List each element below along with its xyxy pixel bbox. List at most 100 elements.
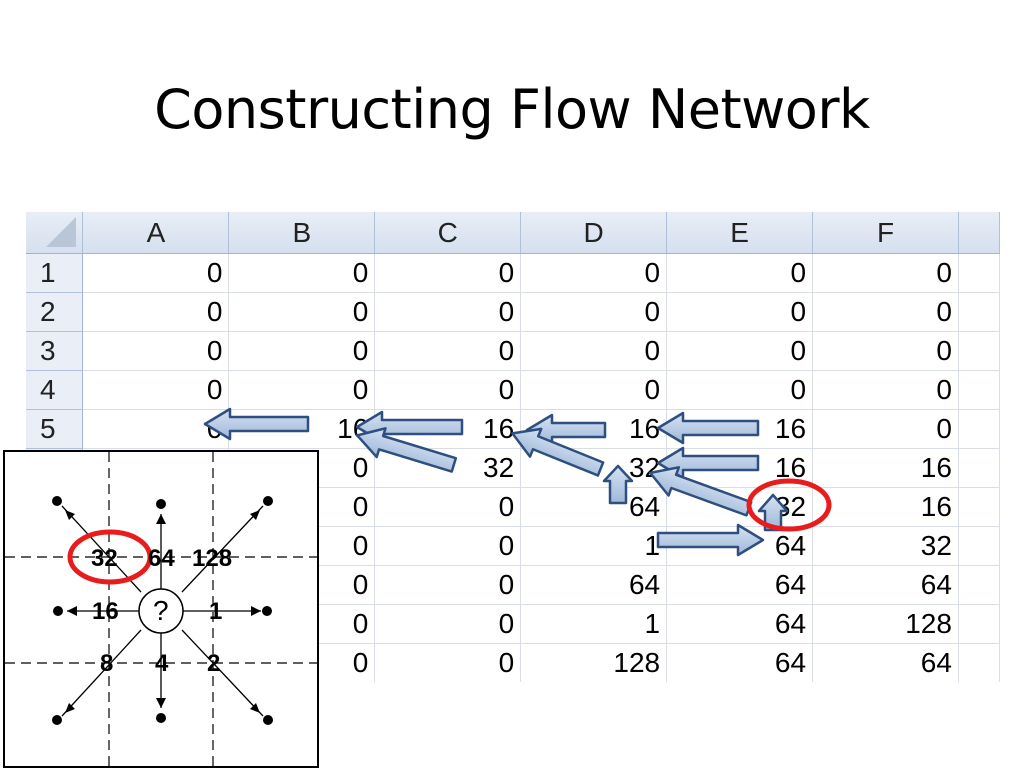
row-header[interactable]: 2 [26,292,84,332]
direction-label-e: 1 [209,598,223,625]
cell-c[interactable]: 16 [374,409,522,449]
cell-next[interactable] [958,331,1000,371]
column-header-row: A B C D E F [26,212,1000,254]
cell-c[interactable]: 0 [374,331,522,371]
direction-label-center: ? [153,595,169,626]
cell-next[interactable] [958,253,1000,293]
select-all-corner[interactable] [26,212,84,254]
cell-f[interactable]: 32 [812,526,959,566]
cell-e[interactable]: 0 [666,253,814,293]
cell-d[interactable]: 0 [520,253,668,293]
cell-b[interactable]: 0 [228,331,376,371]
row-header[interactable]: 5 [26,409,84,449]
direction-key-diagram: 32 64 128 16 ? 1 8 4 2 [3,450,321,770]
node-dot-n [156,499,166,509]
node-dot-sw [52,715,62,725]
cell-f[interactable]: 64 [812,565,959,605]
cell-c[interactable]: 0 [374,292,522,332]
cell-c[interactable]: 0 [374,604,522,644]
column-header-next[interactable] [958,212,1000,254]
cell-f[interactable]: 0 [812,370,959,410]
cell-e[interactable]: 64 [666,526,814,566]
cell-b[interactable]: 0 [228,253,376,293]
cell-e[interactable]: 64 [666,565,814,605]
cell-c[interactable]: 0 [374,565,522,605]
cell-f[interactable]: 16 [812,448,959,488]
cell-next[interactable] [958,409,1000,449]
cell-d[interactable]: 0 [520,370,668,410]
cell-d[interactable]: 32 [520,448,668,488]
cell-c[interactable]: 0 [374,253,522,293]
column-header-f[interactable]: F [812,212,959,254]
direction-label-n: 64 [148,545,175,572]
cell-f[interactable]: 0 [812,253,959,293]
node-dot-se [263,715,273,725]
cell-e[interactable]: 16 [666,409,814,449]
row-header[interactable]: 1 [26,253,84,293]
cell-c[interactable]: 0 [374,370,522,410]
cell-next[interactable] [958,370,1000,410]
column-header-a[interactable]: A [82,212,230,254]
row-header[interactable]: 4 [26,370,84,410]
cell-a[interactable]: 0 [82,253,230,293]
cell-c[interactable]: 0 [374,487,522,527]
cell-e[interactable]: 64 [666,643,814,682]
cell-e[interactable]: 32 [666,487,814,527]
node-dot-ne [263,496,273,506]
direction-key-graphics [5,452,321,770]
direction-label-ne: 128 [192,545,233,572]
column-header-d[interactable]: D [520,212,668,254]
cell-d[interactable]: 0 [520,292,668,332]
cell-f[interactable]: 0 [812,292,959,332]
direction-label-sw: 8 [100,650,114,677]
cell-next[interactable] [958,526,1000,566]
cell-e[interactable]: 0 [666,370,814,410]
cell-c[interactable]: 0 [374,643,522,682]
cell-d[interactable]: 128 [520,643,668,682]
cell-a[interactable]: 0 [82,292,230,332]
cell-next[interactable] [958,604,1000,644]
cell-a[interactable]: 0 [82,331,230,371]
cell-a[interactable]: 0 [82,370,230,410]
node-dot-w [53,606,63,616]
cell-e[interactable]: 64 [666,604,814,644]
cell-a[interactable]: 0 [82,409,230,449]
cell-d[interactable]: 64 [520,565,668,605]
cell-f[interactable]: 16 [812,487,959,527]
cell-f[interactable]: 0 [812,409,959,449]
cell-f[interactable]: 64 [812,643,959,682]
cell-d[interactable]: 1 [520,604,668,644]
slide-title: Constructing Flow Network [154,78,870,141]
row-header[interactable]: 3 [26,331,84,371]
cell-next[interactable] [958,643,1000,682]
cell-e[interactable]: 0 [666,331,814,371]
cell-next[interactable] [958,448,1000,488]
cell-e[interactable]: 0 [666,292,814,332]
cell-c[interactable]: 32 [374,448,522,488]
cell-f[interactable]: 0 [812,331,959,371]
cell-b[interactable]: 0 [228,292,376,332]
cell-d[interactable]: 1 [520,526,668,566]
cell-b[interactable]: 0 [228,370,376,410]
cell-d[interactable]: 0 [520,331,668,371]
column-header-b[interactable]: B [228,212,376,254]
node-dot-nw [52,496,62,506]
cell-next[interactable] [958,565,1000,605]
cell-f[interactable]: 128 [812,604,959,644]
column-header-c[interactable]: C [374,212,522,254]
column-header-e[interactable]: E [666,212,814,254]
cell-next[interactable] [958,292,1000,332]
cell-e[interactable]: 16 [666,448,814,488]
cell-b[interactable]: 16 [228,409,376,449]
cell-c[interactable]: 0 [374,526,522,566]
cell-next[interactable] [958,487,1000,527]
direction-label-se: 2 [207,650,221,677]
cell-d[interactable]: 64 [520,487,668,527]
node-dot-s [156,713,166,723]
cell-d[interactable]: 16 [520,409,668,449]
direction-label-s: 4 [155,650,169,677]
